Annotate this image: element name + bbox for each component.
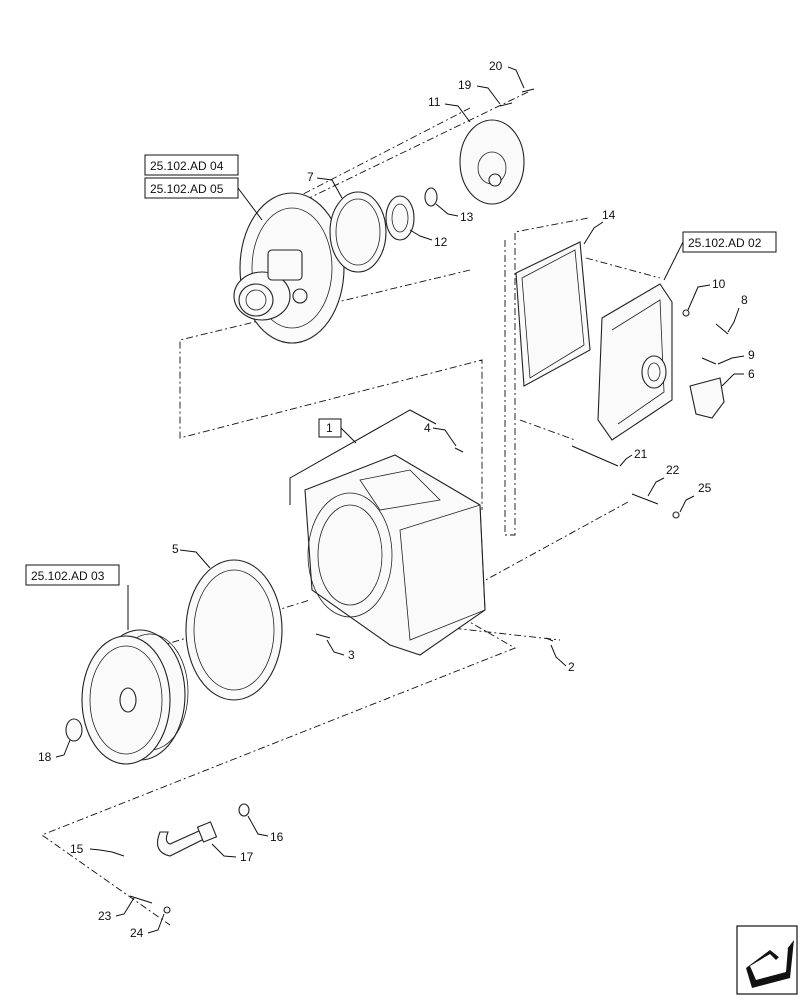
callout-21[interactable]: 21 bbox=[634, 447, 648, 461]
bolt-9 bbox=[701, 357, 717, 365]
callout-4[interactable]: 4 bbox=[424, 421, 431, 435]
callout-18[interactable]: 18 bbox=[38, 750, 52, 764]
pin-20 bbox=[521, 88, 535, 93]
pin-15 bbox=[111, 851, 125, 857]
callout-3[interactable]: 3 bbox=[348, 648, 355, 662]
pin-19 bbox=[499, 102, 513, 107]
callouts: 2 3 4 5 6 7 8 9 10 11 12 13 14 15 16 17 bbox=[38, 59, 755, 940]
callout-19[interactable]: 19 bbox=[458, 78, 472, 92]
dowel-4 bbox=[454, 447, 464, 453]
rod-21 bbox=[571, 445, 619, 467]
callout-22[interactable]: 22 bbox=[666, 463, 680, 477]
callout-11[interactable]: 11 bbox=[428, 95, 441, 109]
callout-20[interactable]: 20 bbox=[489, 59, 503, 73]
ref-label-ad04: 25.102.AD 04 bbox=[150, 159, 224, 173]
ref-label-ad02: 25.102.AD 02 bbox=[688, 236, 762, 250]
gasket-5 bbox=[185, 559, 283, 701]
lower-converter-assembly bbox=[81, 629, 189, 765]
cap-6 bbox=[689, 377, 725, 419]
gasket-14 bbox=[515, 241, 591, 387]
callout-8[interactable]: 8 bbox=[741, 293, 748, 307]
callout-12[interactable]: 12 bbox=[434, 235, 448, 249]
bolt-8 bbox=[715, 323, 729, 335]
ref-box-ad03[interactable]: 25.102.AD 03 bbox=[25, 564, 120, 586]
nut-24 bbox=[163, 906, 171, 914]
washer-10 bbox=[682, 309, 690, 317]
callout-17[interactable]: 17 bbox=[240, 850, 254, 864]
callout-14[interactable]: 14 bbox=[602, 208, 616, 222]
ref-box-ad05[interactable]: 25.102.AD 05 bbox=[144, 177, 239, 199]
plug-2 bbox=[545, 637, 554, 642]
snap-ring-16 bbox=[238, 803, 250, 817]
callout-15[interactable]: 15 bbox=[70, 842, 84, 856]
callout-6[interactable]: 6 bbox=[748, 367, 755, 381]
bearing-12 bbox=[385, 195, 415, 241]
callout-25[interactable]: 25 bbox=[698, 481, 712, 495]
callout-1[interactable]: 1 bbox=[318, 418, 342, 438]
pump-11 bbox=[459, 119, 525, 205]
callout-1-label: 1 bbox=[326, 421, 333, 435]
callout-24[interactable]: 24 bbox=[130, 926, 144, 940]
callout-23[interactable]: 23 bbox=[98, 909, 112, 923]
gasket-7 bbox=[329, 191, 387, 273]
ref-box-ad02[interactable]: 25.102.AD 02 bbox=[682, 231, 777, 253]
stud-22 bbox=[631, 493, 659, 505]
callout-13[interactable]: 13 bbox=[460, 210, 474, 224]
tube-17 bbox=[157, 821, 218, 857]
ref-label-ad03: 25.102.AD 03 bbox=[31, 569, 105, 583]
bolt-23 bbox=[129, 895, 153, 904]
seal-18 bbox=[65, 718, 83, 742]
dowel-3 bbox=[315, 633, 331, 639]
callout-10[interactable]: 10 bbox=[712, 277, 726, 291]
callout-9[interactable]: 9 bbox=[748, 348, 755, 362]
callout-1-leader bbox=[340, 427, 357, 444]
page-turn-arrow-icon[interactable] bbox=[736, 925, 798, 995]
ref-box-ad04[interactable]: 25.102.AD 04 bbox=[144, 154, 239, 176]
snap-ring-13 bbox=[424, 187, 438, 207]
transmission-housing-1 bbox=[304, 454, 486, 656]
nut-25 bbox=[672, 511, 680, 519]
ref-leader-ad05 bbox=[237, 187, 263, 221]
callout-5[interactable]: 5 bbox=[172, 542, 179, 556]
upper-converter-assembly bbox=[233, 192, 345, 344]
callout-7[interactable]: 7 bbox=[307, 170, 314, 184]
ref-leader-ad02 bbox=[663, 241, 684, 281]
bracket-line-1 bbox=[289, 409, 437, 505]
ref-label-ad05: 25.102.AD 05 bbox=[150, 182, 224, 196]
rear-cover-assembly bbox=[597, 283, 673, 441]
callout-2[interactable]: 2 bbox=[568, 660, 575, 674]
callout-16[interactable]: 16 bbox=[270, 830, 284, 844]
